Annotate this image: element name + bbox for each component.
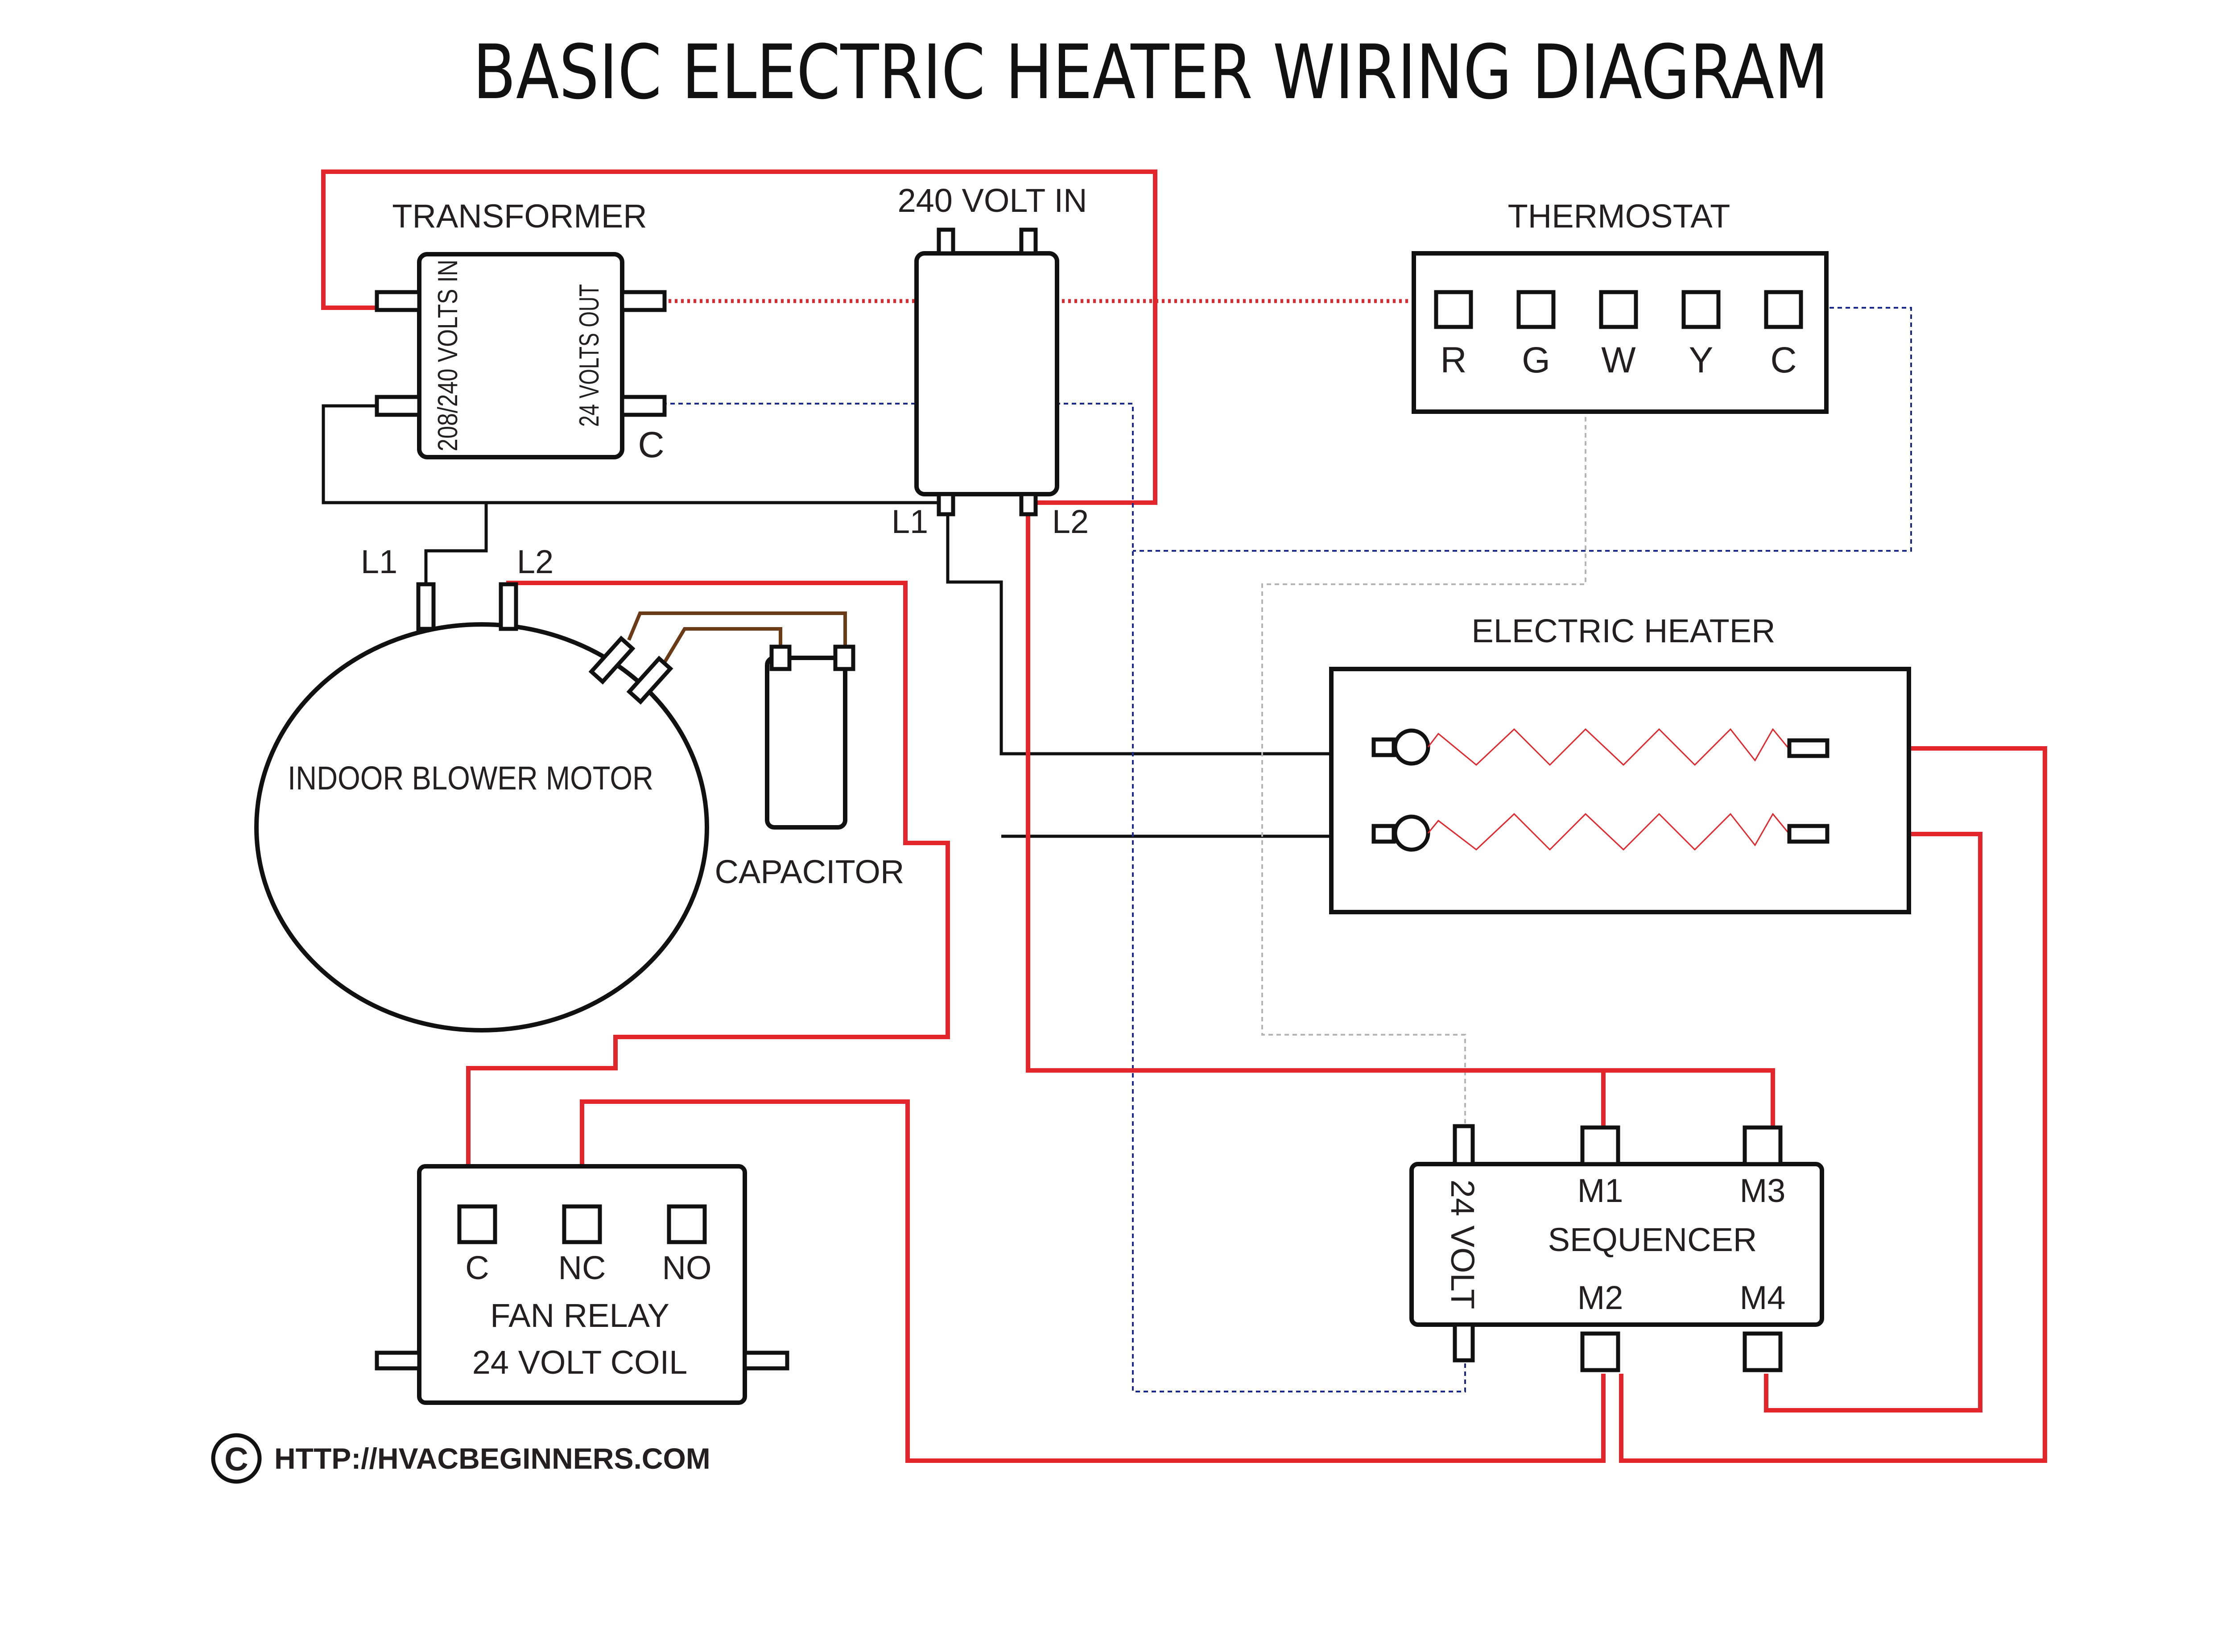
capacitor: CAPACITOR: [715, 644, 904, 890]
supply-label: 240 VOLT IN: [897, 182, 1087, 219]
wire-l1-to-blower: [424, 503, 488, 589]
blower-l2-label: L2: [517, 543, 553, 580]
supply-top-terminal-2[interactable]: [1019, 227, 1038, 256]
fan-relay-label-nc: NC: [558, 1249, 606, 1286]
sequencer-title: SEQUENCER: [1548, 1221, 1757, 1258]
wire-blower-l2-to-relay: [466, 581, 950, 1215]
fan-relay-label-c: C: [465, 1249, 489, 1286]
blower-cap-terminal-1[interactable]: [588, 636, 636, 685]
heater-element-1-right-terminal[interactable]: [1787, 738, 1829, 758]
fan-relay-title: FAN RELAY: [490, 1297, 669, 1334]
sequencer-coil-top-terminal[interactable]: [1453, 1124, 1475, 1166]
transformer-in-terminal-1[interactable]: [375, 290, 421, 312]
thermostat-label-y: Y: [1689, 340, 1714, 380]
wire-l1-to-heater: [946, 514, 1380, 838]
heater-element-2-right-terminal[interactable]: [1787, 824, 1829, 844]
thermostat-label-w: W: [1601, 340, 1636, 380]
sequencer-label-m1: M1: [1578, 1172, 1623, 1209]
transformer: TRANSFORMER 208/240 VOLTS IN 24 VOLTS OU…: [375, 198, 667, 465]
thermostat-label-c: C: [1770, 340, 1796, 380]
heater-element-1-coil: [1427, 728, 1790, 766]
heater-element-1-node: [1393, 728, 1430, 766]
thermostat-label-r: R: [1440, 340, 1466, 380]
capacitor-terminal-2[interactable]: [833, 644, 855, 671]
sequencer-label-m4: M4: [1740, 1279, 1786, 1316]
transformer-in-terminal-2[interactable]: [375, 395, 421, 417]
thermostat-label: THERMOSTAT: [1508, 198, 1730, 235]
transformer-out-terminal-c[interactable]: [620, 395, 667, 417]
footer-url[interactable]: HTTP://HVACBEGINNERS.COM: [274, 1442, 710, 1475]
wire-relay-nc-to-m2: [580, 1099, 1606, 1463]
wire-capacitor-lead-1: [627, 611, 847, 649]
heater-element-2-left-terminal[interactable]: [1371, 824, 1396, 844]
fan-relay-subtitle: 24 VOLT COIL: [472, 1344, 688, 1381]
fan-relay-left-terminal[interactable]: [375, 1351, 421, 1371]
fan-relay: C NC NO FAN RELAY 24 VOLT COIL: [375, 1164, 789, 1405]
thermostat-terminal-y[interactable]: [1681, 290, 1721, 329]
thermostat-terminal-w[interactable]: [1599, 290, 1638, 329]
fan-relay-right-terminal[interactable]: [743, 1351, 789, 1371]
heater-element-1-left-terminal[interactable]: [1371, 737, 1396, 757]
supply-l1-terminal[interactable]: [937, 492, 955, 516]
wire-l2-to-sequencer: [1026, 516, 1775, 1135]
fan-relay-label-no: NO: [662, 1249, 712, 1286]
wire-capacitor-lead-2: [663, 627, 782, 664]
wire-240-l2-to-transformer: [321, 169, 1157, 505]
supply-l1-label: L1: [892, 503, 928, 540]
diagram-title: BASIC ELECTRIC HEATER WIRING DIAGRAM: [473, 29, 1829, 116]
heater-element-2-coil: [1427, 813, 1790, 851]
supply-top-terminal-1[interactable]: [937, 227, 955, 256]
blower-l1-terminal[interactable]: [416, 582, 436, 631]
sequencer-terminal-m4[interactable]: [1743, 1331, 1783, 1372]
sequencer-label-m3: M3: [1740, 1172, 1786, 1209]
thermostat-label-g: G: [1522, 340, 1550, 380]
electric-heater: ELECTRIC HEATER: [1329, 612, 1911, 914]
copyright-letter: C: [224, 1441, 248, 1478]
fan-relay-terminal-c[interactable]: [457, 1204, 497, 1244]
sequencer: 24 VOLT M1 M3 SEQUENCER M2 M4: [1409, 1124, 1824, 1372]
copyright-icon: [211, 1433, 262, 1484]
indoor-blower-motor: L1 L2 INDOOR BLOWER MOTOR: [254, 543, 709, 1032]
thermostat-terminal-g[interactable]: [1516, 290, 1556, 329]
heater-element-2-node: [1393, 814, 1430, 852]
transformer-common-label: C: [638, 425, 664, 465]
sequencer-coil-label: 24 VOLT: [1444, 1180, 1481, 1309]
blower-label: INDOOR BLOWER MOTOR: [288, 760, 653, 797]
transformer-out-terminal-r[interactable]: [620, 290, 667, 312]
sequencer-label-m2: M2: [1578, 1279, 1623, 1316]
thermostat-terminal-c[interactable]: [1764, 290, 1803, 329]
transformer-output-label: 24 VOLTS OUT: [574, 284, 605, 427]
footer: C HTTP://HVACBEGINNERS.COM: [211, 1433, 710, 1484]
capacitor-terminal-1[interactable]: [769, 644, 792, 671]
blower-cap-terminal-2[interactable]: [626, 656, 673, 705]
transformer-input-label: 208/240 VOLTS IN: [433, 260, 463, 451]
fan-relay-terminal-no[interactable]: [667, 1204, 707, 1244]
supply-l2-terminal[interactable]: [1019, 492, 1038, 516]
blower-l2-terminal[interactable]: [499, 582, 518, 631]
sequencer-terminal-m3[interactable]: [1743, 1125, 1783, 1166]
sequencer-terminal-m2[interactable]: [1580, 1331, 1620, 1372]
wire-heater1-to-m2: [1619, 746, 2047, 1463]
fan-relay-terminal-nc[interactable]: [562, 1204, 602, 1244]
supply-240v: 240 VOLT IN L1 L2: [892, 182, 1089, 540]
sequencer-terminal-m1[interactable]: [1580, 1125, 1620, 1166]
heater-label: ELECTRIC HEATER: [1471, 612, 1775, 649]
sequencer-coil-bottom-terminal[interactable]: [1453, 1322, 1475, 1363]
wire-l1-bus: [322, 404, 948, 504]
thermostat-terminal-r[interactable]: [1434, 290, 1473, 329]
footer-url-link[interactable]: HTTP://HVACBEGINNERS.COM: [274, 1442, 710, 1475]
transformer-label: TRANSFORMER: [392, 198, 647, 235]
blower-l1-label: L1: [361, 543, 397, 580]
thermostat: THERMOSTAT R G W Y C: [1412, 198, 1829, 414]
capacitor-label: CAPACITOR: [715, 853, 904, 890]
supply-l2-label: L2: [1052, 503, 1089, 540]
wire-heater2-to-m4: [1764, 832, 1982, 1412]
